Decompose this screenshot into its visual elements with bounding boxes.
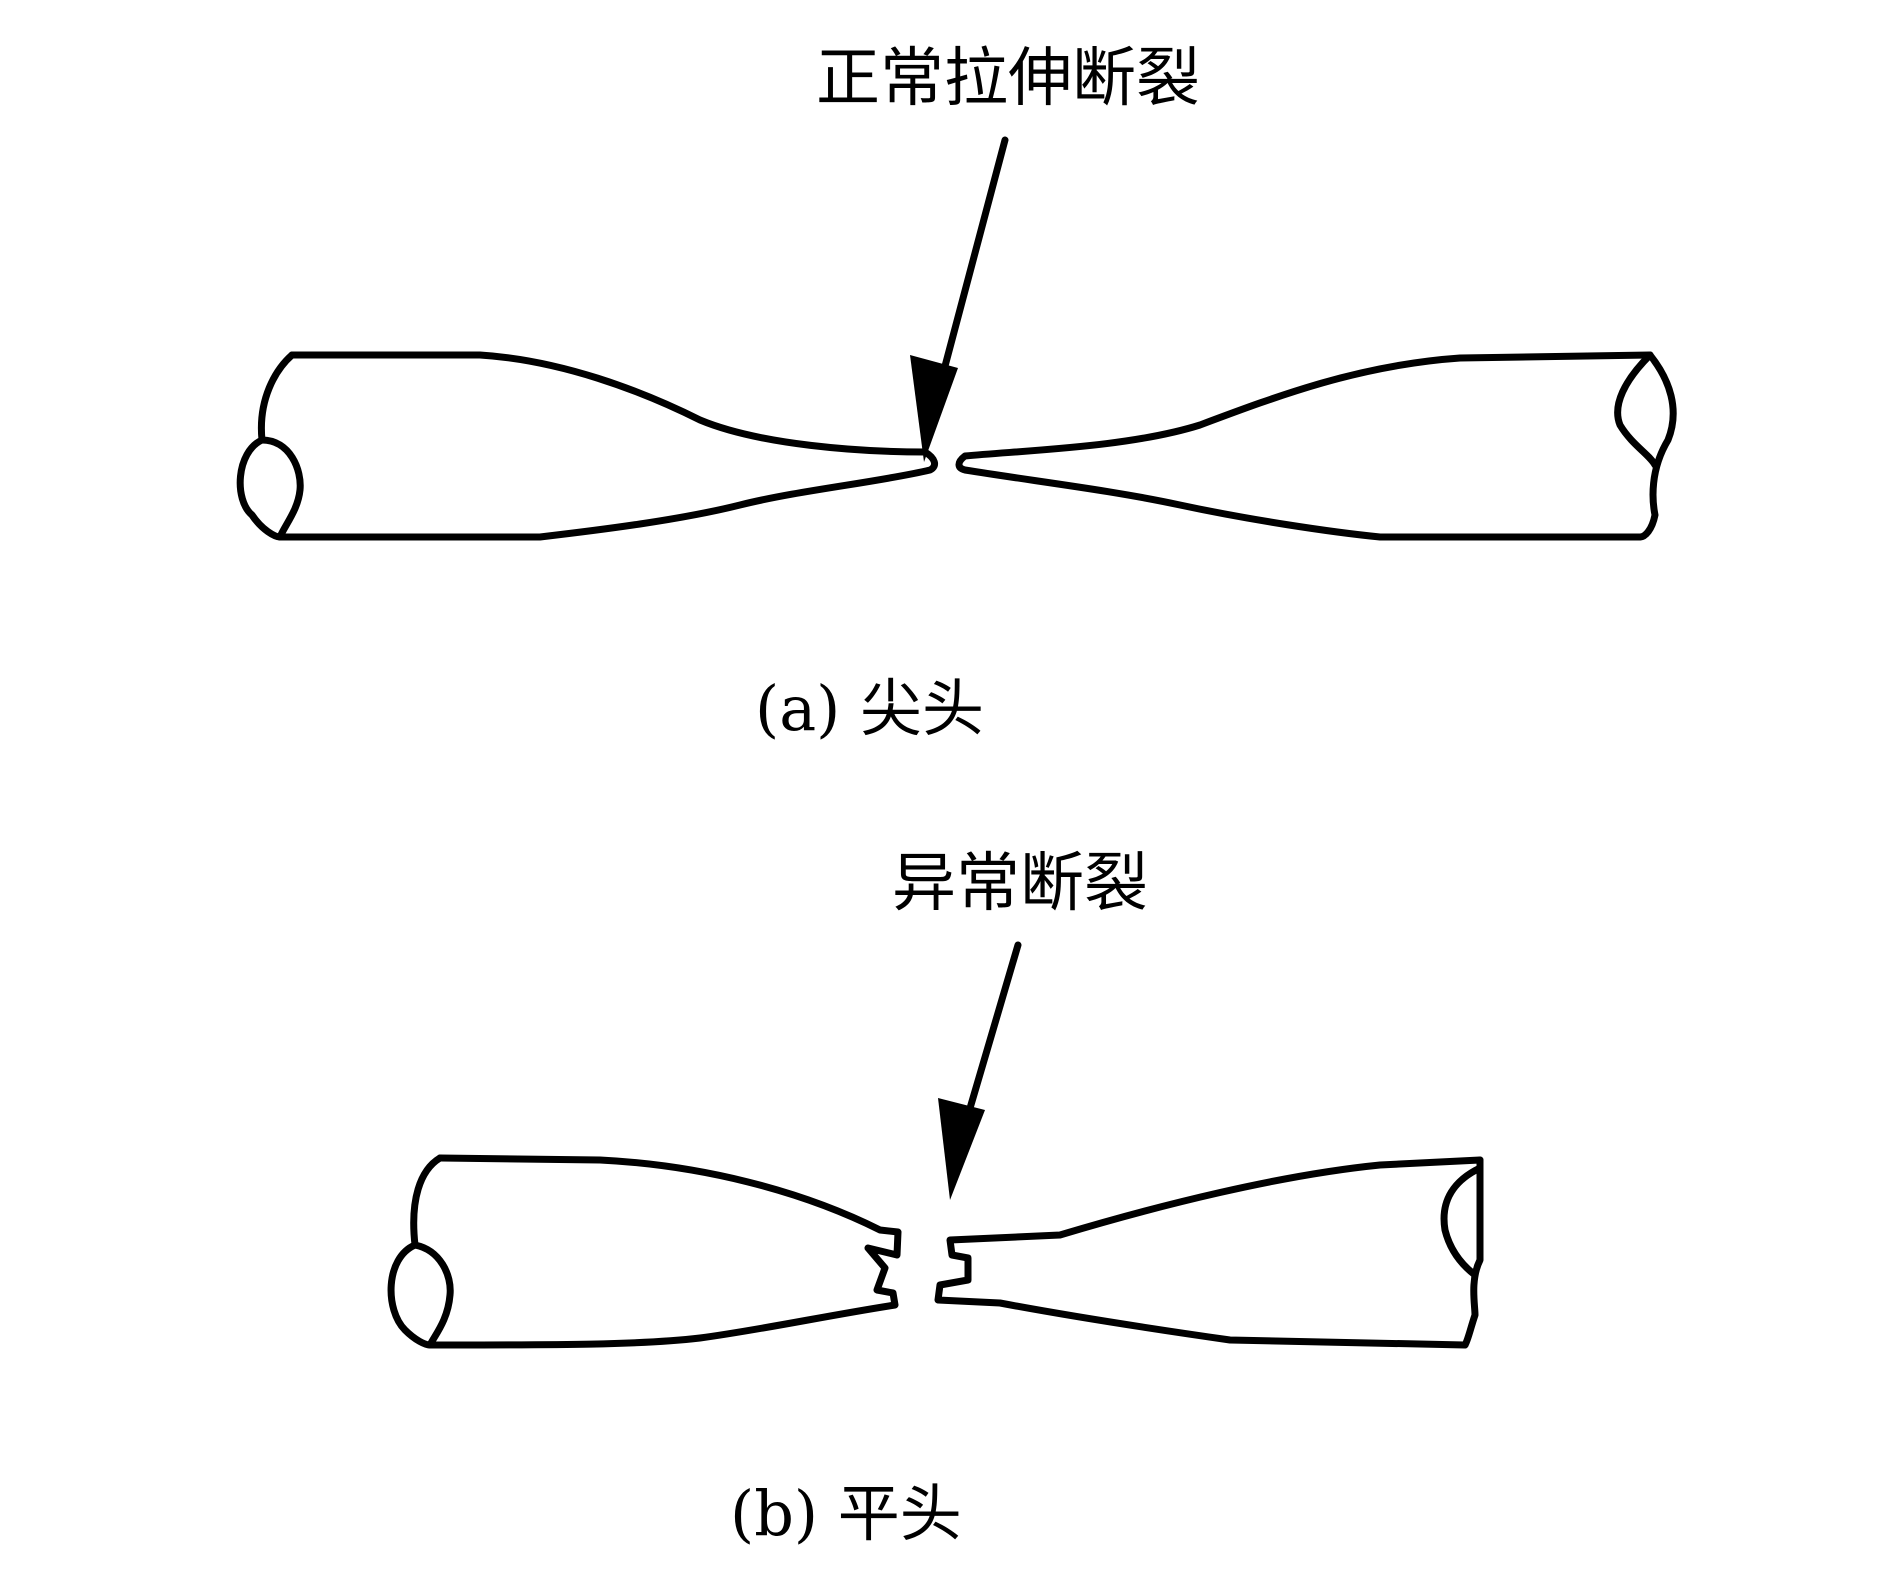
arrow-a (910, 136, 1009, 462)
caption-a: (a) 尖头 (755, 672, 984, 745)
annotation-a: 正常拉伸断裂 (816, 42, 1200, 116)
specimen-left-a (236, 351, 939, 541)
specimen-right-b (934, 1156, 1484, 1349)
specimen-left-b (387, 1154, 902, 1349)
panel-a: 正常拉伸断裂 (a) 尖头 (236, 42, 1677, 745)
specimen-right-a (955, 351, 1677, 541)
annotation-b: 异常断裂 (892, 847, 1148, 921)
panel-b: 异常断裂 (b) 平头 (387, 847, 1484, 1550)
caption-b: (b) 平头 (730, 1477, 962, 1550)
arrow-b (938, 941, 1022, 1200)
